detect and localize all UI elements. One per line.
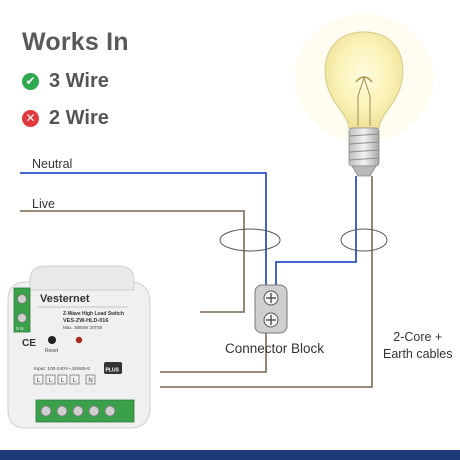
cables-label: 2-Core + Earth cables: [383, 329, 452, 363]
page-title: Works In: [22, 28, 129, 56]
light-bulb-icon: [294, 14, 434, 177]
device-brand: Vesternet: [40, 293, 90, 305]
connector-block-label: Connector Block: [225, 341, 325, 356]
option-3-wire: ✔ 3 Wire: [22, 70, 109, 93]
ce-mark: CE: [22, 338, 36, 349]
terminal-boxes: [33, 374, 96, 385]
cross-icon: ✕: [22, 110, 39, 127]
terminal-label-1: L: [37, 378, 41, 384]
reset-button[interactable]: [48, 336, 56, 344]
status-led: [75, 336, 83, 344]
device-model: VES-ZW-HLD-016: [63, 318, 108, 324]
connector-block: [254, 284, 288, 334]
option-label: 3 Wire: [49, 70, 109, 92]
cables-label-line2: Earth cables: [383, 347, 453, 361]
neutral-wire: [20, 172, 357, 286]
device-product: Z-Wave High Load Switch: [63, 311, 124, 317]
zwave-badge-text: PLUS: [106, 368, 120, 374]
terminal-label-4: L: [73, 378, 77, 384]
device-input: Input: 100-240V~,50/60Hz: [34, 366, 91, 372]
terminal-labels: L L L L N: [37, 378, 93, 384]
cable-loop-left: [219, 228, 281, 252]
device-rating: Max. 3680W 20T50: [63, 325, 103, 330]
switch-module: L L L L N Vesternet Z-Wave High Load Swi…: [7, 265, 151, 429]
reset-label: Reset: [45, 348, 59, 354]
neutral-label: Neutral: [32, 157, 73, 171]
check-icon: ✔: [22, 73, 39, 90]
terminal-label-2: L: [49, 378, 53, 384]
terminal-label-3: L: [61, 378, 65, 384]
live-label: Live: [32, 197, 55, 211]
footer-accent-bar: [0, 450, 460, 460]
zwave-plus-badge: [104, 362, 122, 374]
option-label: 2 Wire: [49, 107, 109, 129]
option-2-wire: ✕ 2 Wire: [22, 107, 109, 130]
terminal-label-5: N: [88, 378, 92, 384]
live-wire: [20, 176, 373, 388]
cables-label-line1: 2-Core +: [393, 330, 443, 344]
cable-loop-right: [340, 228, 388, 252]
terminal-side-text: S N: [16, 326, 24, 331]
